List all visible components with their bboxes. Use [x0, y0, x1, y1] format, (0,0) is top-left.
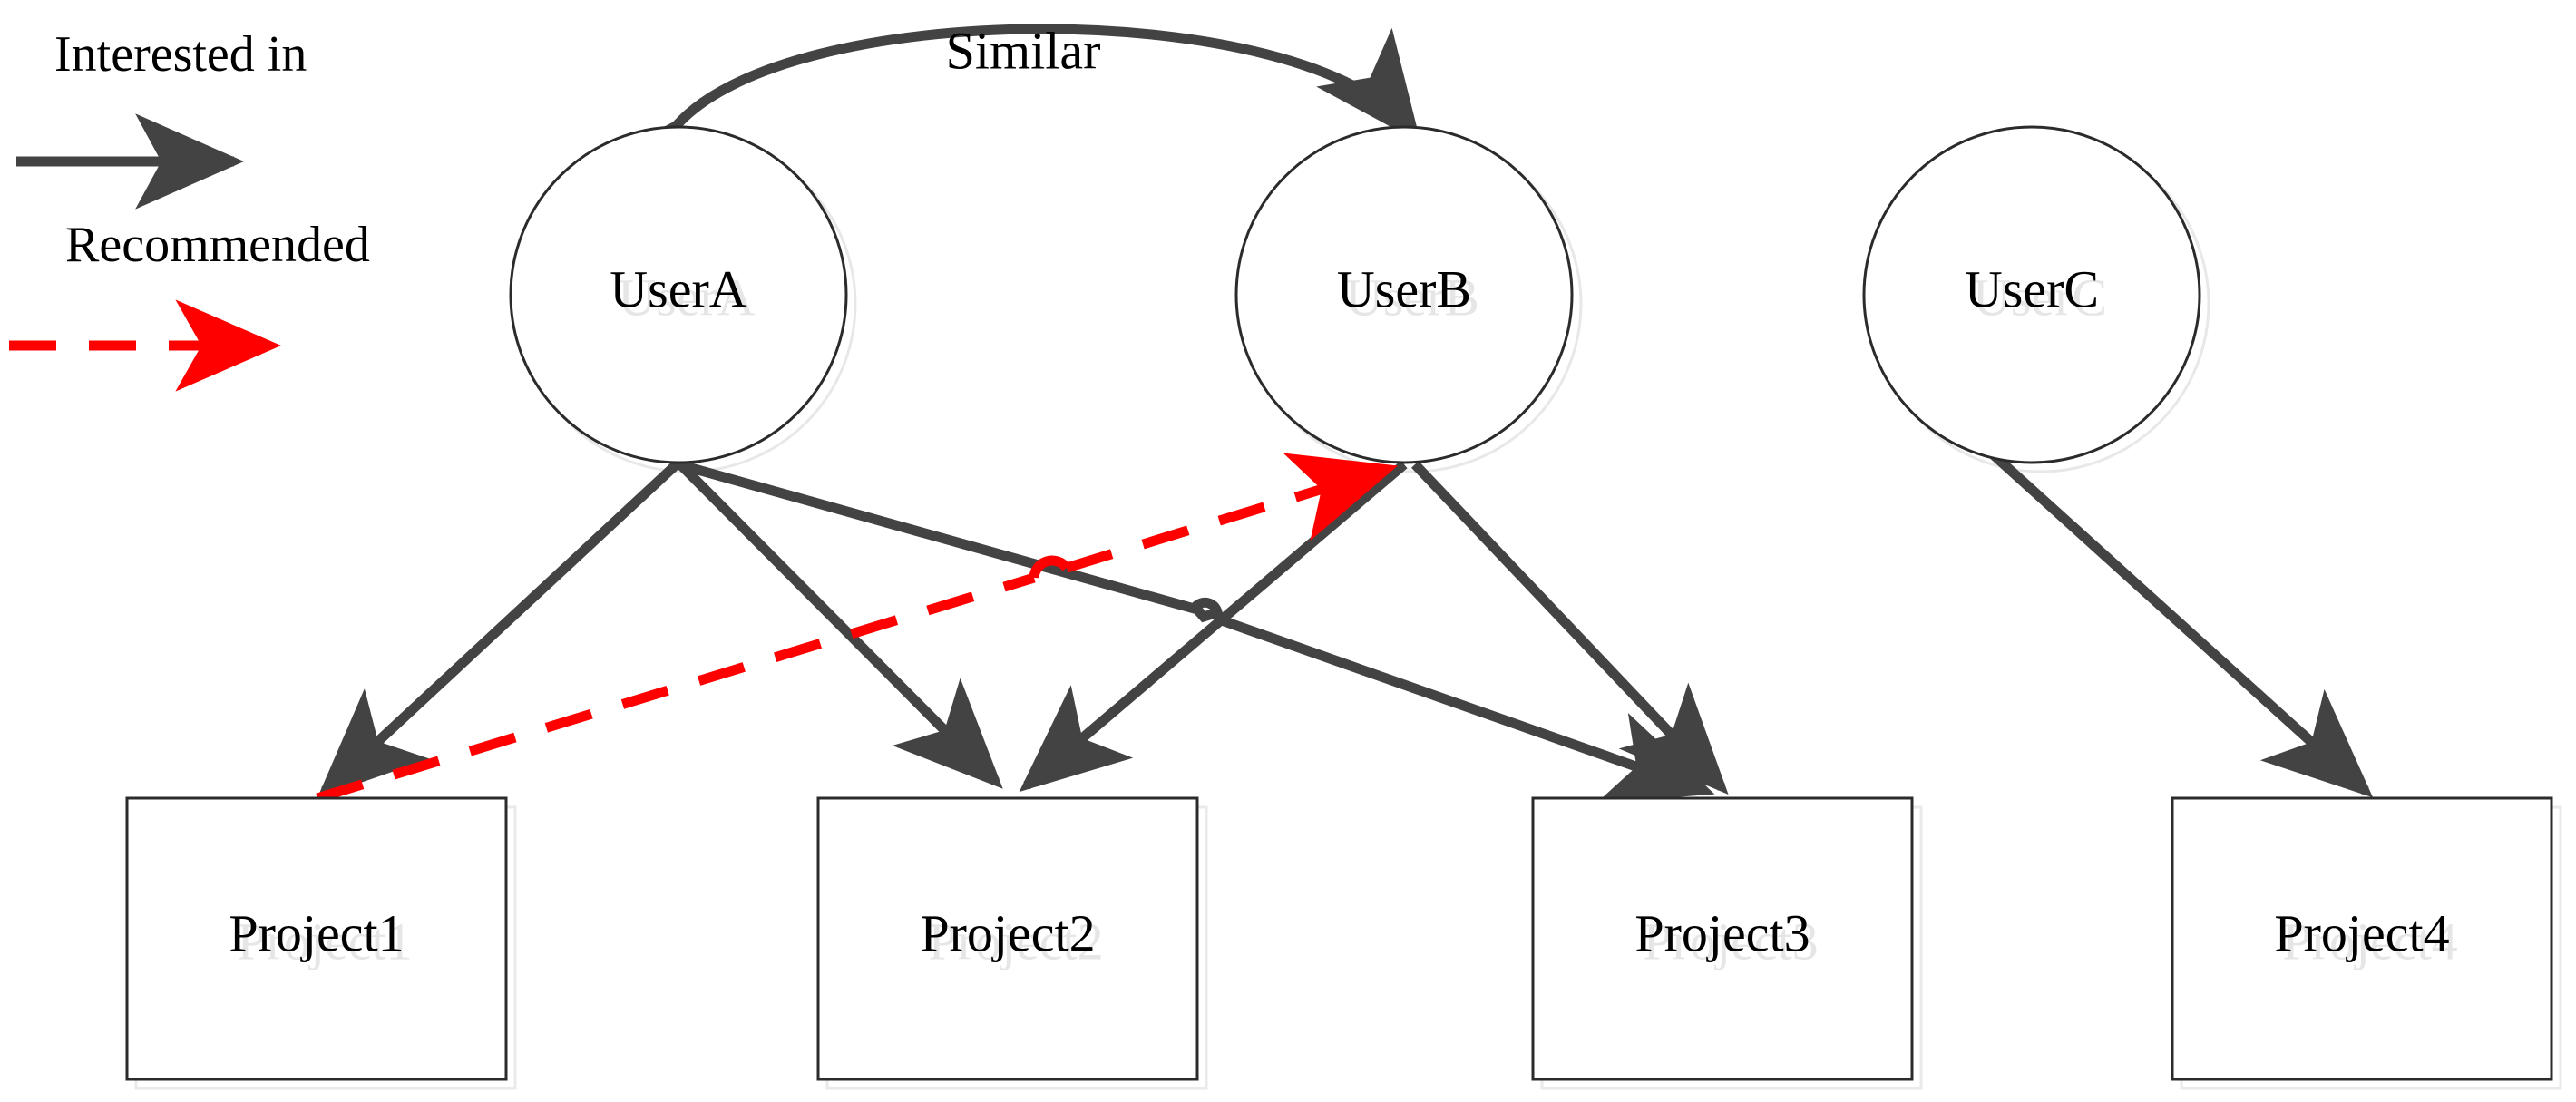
- edge-userB-project2[interactable]: [1019, 460, 1408, 793]
- edge-userC-project4[interactable]: [1978, 440, 2374, 798]
- project-node-project1[interactable]: Project1 Project1: [125, 796, 508, 1081]
- edge-userA-project1[interactable]: [317, 458, 682, 798]
- project-label-shadow: Project2: [928, 912, 1103, 970]
- project-label: Project3: [1634, 903, 1810, 962]
- edges-recommended: [316, 453, 1399, 804]
- project-label-shadow: Project4: [2282, 912, 2457, 970]
- edge-userB-project3[interactable]: [1411, 461, 1729, 795]
- user-label: UserB: [1337, 259, 1471, 318]
- project-label: Project4: [2274, 903, 2449, 962]
- user-nodes: UserA UserA UserB UserB UserC UserC: [509, 125, 2201, 464]
- edge-project1-userB-recommended[interactable]: [316, 572, 1036, 804]
- edges-interested-in: [317, 440, 2374, 804]
- legend-label-interested-in: Interested in: [54, 26, 307, 83]
- legend-item-recommended[interactable]: Recommended: [9, 217, 370, 392]
- project-label: Project2: [920, 903, 1095, 962]
- project-nodes: Project1 Project1 Project2 Project2 Proj…: [125, 796, 2553, 1081]
- project-box[interactable]: [2171, 796, 2553, 1081]
- user-node-userC[interactable]: UserC UserC: [1862, 125, 2201, 464]
- edge-label-similar: Similar: [946, 21, 1101, 80]
- legend: Interested in Recommended: [9, 26, 370, 392]
- project-node-project4[interactable]: Project4 Project4: [2171, 796, 2553, 1081]
- project-box[interactable]: [1531, 796, 1914, 1081]
- user-node-userB[interactable]: UserB UserB: [1234, 125, 1574, 464]
- edge-userA-project3[interactable]: [677, 459, 1715, 804]
- user-node-userA[interactable]: UserA UserA: [509, 125, 848, 464]
- project-box[interactable]: [125, 796, 508, 1081]
- user-label-shadow: UserB: [1345, 268, 1479, 327]
- project-label-shadow: Project1: [237, 912, 412, 970]
- edge-recommended-hop: [1029, 555, 1071, 579]
- edge-userA-project2[interactable]: [675, 459, 1003, 789]
- legend-item-interested-in[interactable]: Interested in: [16, 26, 307, 210]
- edge-similar[interactable]: [578, 24, 1421, 231]
- user-circle[interactable]: [1862, 125, 2201, 464]
- user-circle[interactable]: [1234, 125, 1574, 464]
- user-label-shadow: UserC: [1973, 268, 2107, 327]
- user-label: UserA: [610, 259, 747, 318]
- user-circle[interactable]: [509, 125, 848, 464]
- legend-label-recommended: Recommended: [65, 217, 370, 273]
- project-box[interactable]: [816, 796, 1199, 1081]
- project-node-project2[interactable]: Project2 Project2: [816, 796, 1199, 1081]
- edge-similar-path[interactable]: [578, 24, 1421, 231]
- project-label: Project1: [229, 903, 404, 962]
- project-node-project3[interactable]: Project3 Project3: [1531, 796, 1914, 1081]
- user-label: UserC: [1965, 259, 2099, 318]
- user-label-shadow: UserA: [618, 268, 756, 327]
- edge-recommended-tail[interactable]: [1065, 453, 1399, 573]
- edge-crossing-hop: [1189, 597, 1223, 620]
- project-label-shadow: Project3: [1643, 912, 1818, 970]
